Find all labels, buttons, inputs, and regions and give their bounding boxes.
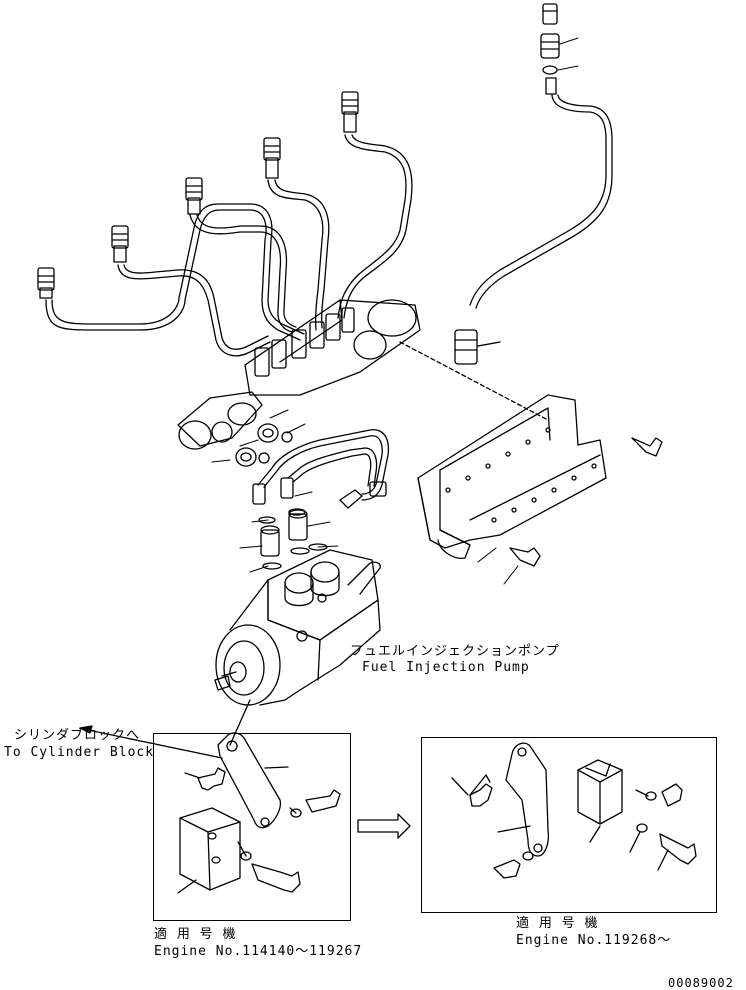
pump-label-en: Fuel Injection Pump (362, 660, 530, 675)
injection-pipe-1 (46, 204, 304, 340)
nozzle-fittings (38, 4, 559, 298)
pump-head-upper (245, 300, 420, 395)
fuel-injection-pump-body (215, 550, 380, 705)
left-applicable-label: 適 用 号 機 (154, 927, 237, 942)
right-applicable-label: 適 用 号 機 (516, 916, 599, 931)
variant-box-right (421, 737, 717, 913)
left-engine-range: Engine No.114140～119267 (154, 944, 363, 959)
left-detail-parts (80, 700, 340, 893)
variant-box-left (153, 733, 351, 921)
drawing-number: 00089002 (668, 976, 734, 990)
injection-pipe-6 (470, 95, 612, 308)
bleed-fitting (455, 330, 500, 364)
injection-pipe-4 (268, 180, 329, 330)
short-pipes (253, 430, 388, 508)
cylinder-label-ja: シリンダブロックへ (14, 728, 141, 743)
injection-pipe-3 (190, 215, 296, 332)
leader-lines (212, 38, 578, 584)
pump-bracket (400, 342, 662, 566)
pump-label-ja: フュエルインジェクションポンプ (350, 644, 560, 659)
variant-arrow (358, 814, 410, 838)
injection-pipe-2 (118, 265, 270, 356)
right-detail-parts (452, 743, 696, 878)
delivery-valves (259, 509, 327, 569)
pump-head-lower (178, 392, 292, 466)
injection-pipe-5 (338, 135, 412, 318)
cylinder-label-en: To Cylinder Block (4, 745, 155, 760)
right-engine-range: Engine No.119268～ (516, 933, 672, 948)
